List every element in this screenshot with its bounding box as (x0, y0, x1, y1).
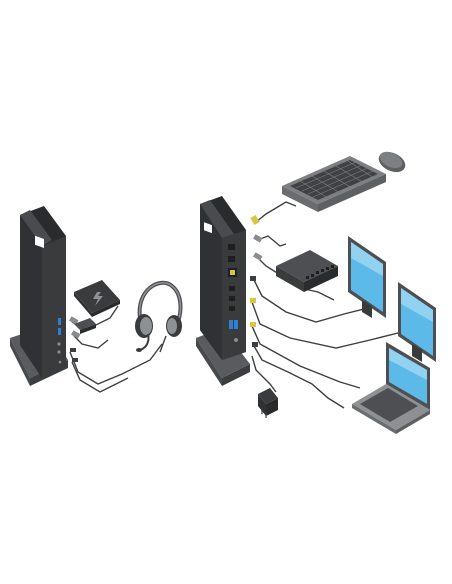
right-docking-station (196, 196, 250, 386)
power-adapter (258, 388, 278, 418)
network-switch (276, 250, 338, 292)
monitor-top (348, 236, 386, 318)
right-cables (251, 201, 403, 409)
left-docking-station (10, 206, 68, 386)
usb-stick (74, 318, 96, 334)
lightning-icon (93, 292, 103, 306)
keyboard (282, 156, 386, 212)
wireless-charging-pad (74, 280, 120, 317)
right-connectors (250, 215, 263, 347)
brand-logo (204, 222, 212, 234)
left-connectors (69, 316, 81, 362)
monitor-bottom (398, 282, 436, 362)
brand-logo (35, 235, 44, 249)
laptop (352, 342, 430, 434)
mouse (378, 151, 406, 173)
headset (135, 280, 183, 353)
